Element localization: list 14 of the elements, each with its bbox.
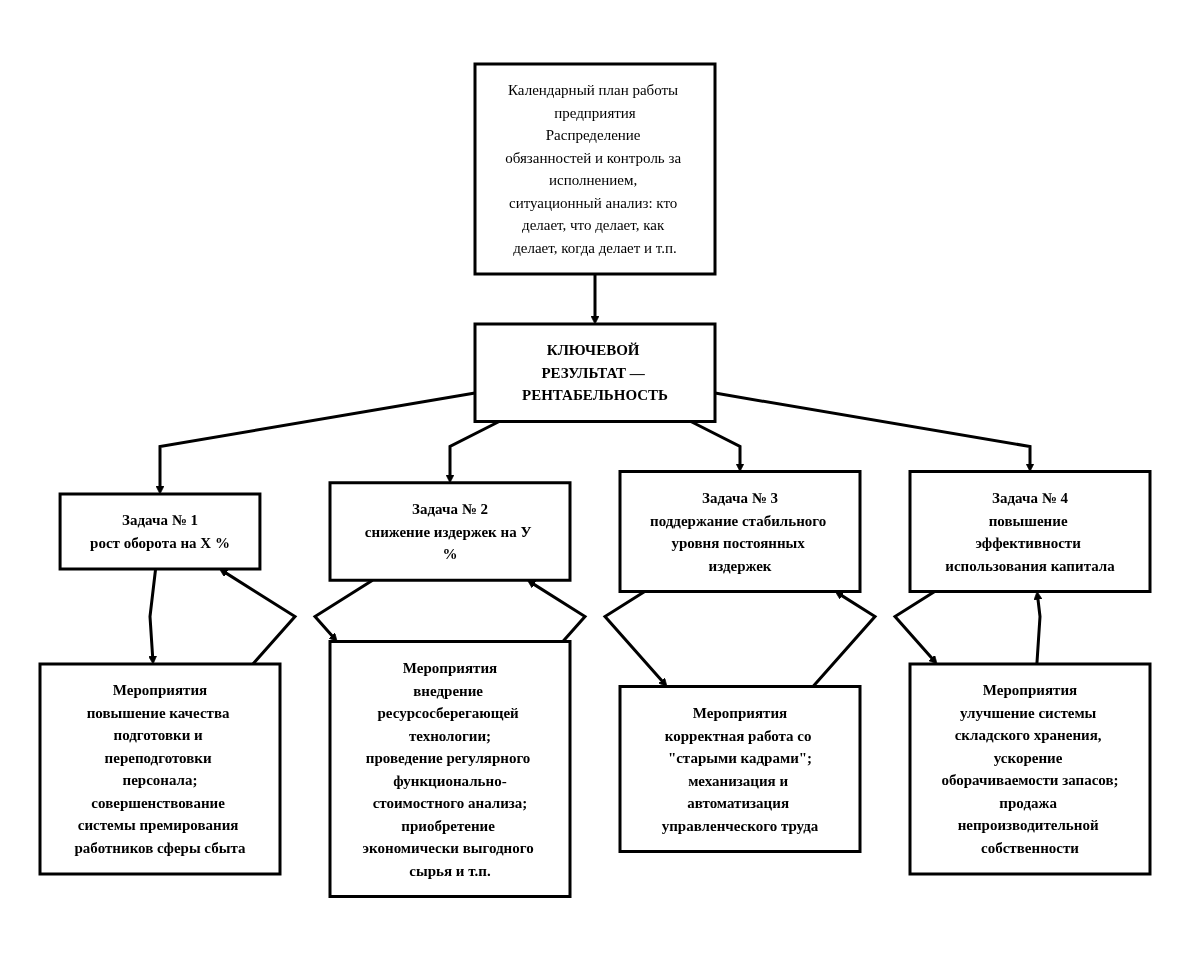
node-box: Задача № 3 поддержание стабильного уровня постоянных издержек — [618, 470, 861, 594]
node-box: Мероприятия улучшение системы складского хранения, ускорение оборачиваемости запасов; продажа непроизводительной собственности — [908, 662, 1151, 876]
node-box: Мероприятия внедрение ресурсосберегающей технологии; проведение регулярного функционально-стоимостного анализа; приобретение экономически выгодного сырья и т.п. — [328, 640, 571, 899]
node-box: Мероприятия корректная работа со "старыми кадрами"; механизация и автоматизация управленческого труда — [618, 685, 861, 854]
arrow — [1033, 591, 1042, 665]
node-box: Задача № 4 повышение эффективности использования капитала — [908, 470, 1151, 594]
arrow — [590, 274, 599, 325]
node-box: Мероприятия повышение качества подготовки и переподготовки персонала; совершенствование системы премирования работников сферы сбыта — [38, 662, 281, 876]
node-box: КЛЮЧЕВОЙ РЕЗУЛЬТАТ — РЕНТАБЕЛЬНОСТЬ — [473, 322, 716, 424]
node-box: Задача № 2 снижение издержек на У % — [328, 481, 571, 582]
node-box: Задача № 1 рост оборота на Х % — [58, 492, 261, 571]
arrow — [155, 391, 475, 495]
node-box: Календарный план работы предприятия Распределение обязанностей и контроль за исполнением, ситуационный анализ: кто делает, что делает, как делает, когда делает и т.п. — [473, 62, 716, 276]
arrow — [147, 569, 157, 665]
